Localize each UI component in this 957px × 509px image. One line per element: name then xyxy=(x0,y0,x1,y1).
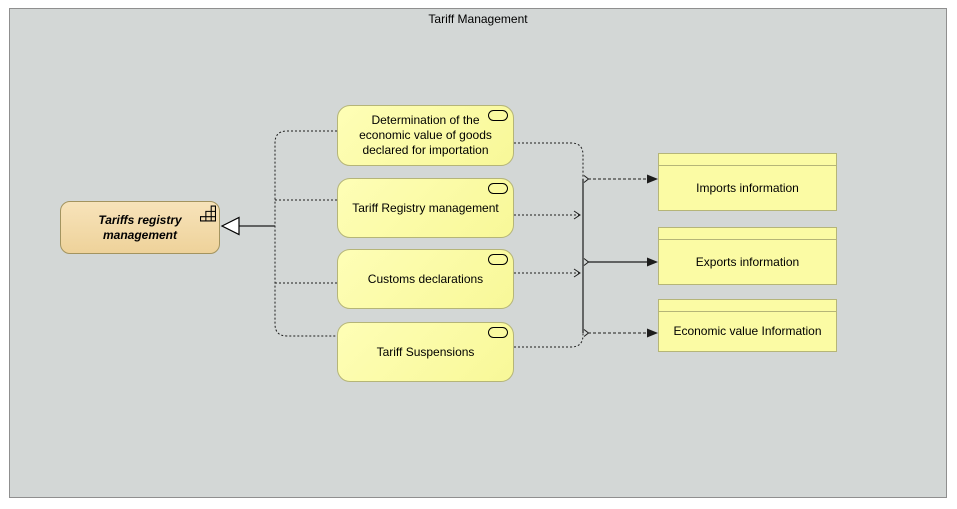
function-node-label: Tariff Registry management xyxy=(352,200,499,215)
service-oval-icon xyxy=(488,110,508,121)
node-tariff-registry-management[interactable]: Tariff Registry management xyxy=(337,178,514,238)
object-node-label: Economic value Information xyxy=(673,324,822,338)
object-node-label: Imports information xyxy=(696,180,799,195)
node-economic-value-information[interactable]: Economic value Information xyxy=(658,299,837,352)
service-oval-icon xyxy=(488,327,508,338)
node-tariffs-registry-management[interactable]: Tariffs registry management xyxy=(60,201,220,254)
object-node-label: Exports information xyxy=(695,254,800,269)
source-node-label: Tariffs registry management xyxy=(98,212,182,242)
node-imports-information[interactable]: Imports information xyxy=(658,153,837,211)
function-node-label: Determination of the economic value of g… xyxy=(359,113,492,157)
service-oval-icon xyxy=(488,183,508,194)
service-oval-icon xyxy=(488,254,508,265)
object-header-band xyxy=(659,228,836,240)
diagram-title: Tariff Management xyxy=(428,12,528,26)
function-node-label: Customs declarations xyxy=(367,271,484,286)
node-customs-declarations[interactable]: Customs declarations xyxy=(337,249,514,309)
node-exports-information[interactable]: Exports information xyxy=(658,227,837,285)
function-node-label: Tariff Suspensions xyxy=(376,344,475,359)
object-header-band xyxy=(659,154,836,166)
node-tariff-suspensions[interactable]: Tariff Suspensions xyxy=(337,322,514,382)
node-determination-economic-value[interactable]: Determination of the economic value of g… xyxy=(337,105,514,166)
steps-grid-icon xyxy=(200,205,216,222)
object-header-band xyxy=(659,300,836,312)
